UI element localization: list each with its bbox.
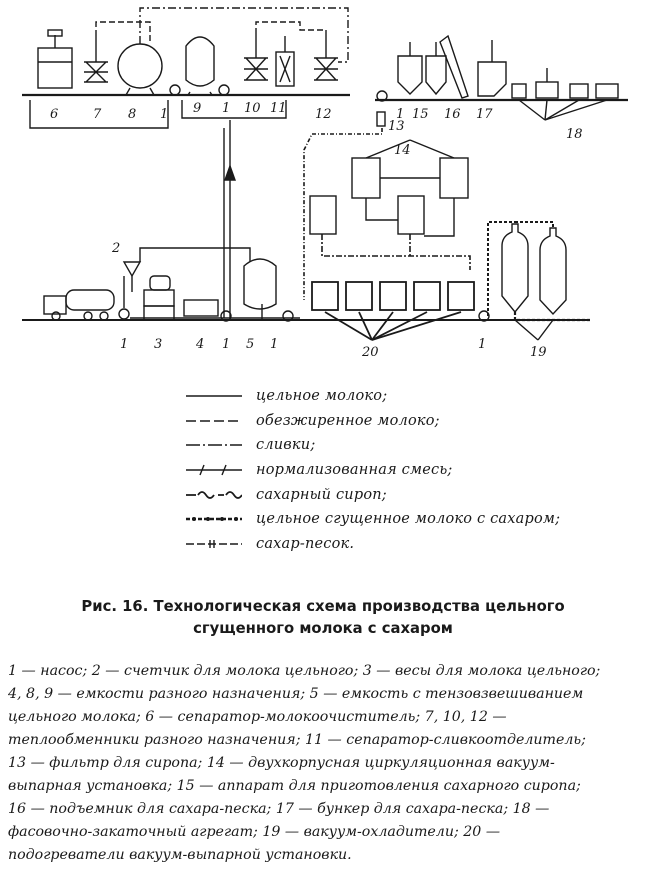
legend-label: сахар-песок. bbox=[256, 535, 355, 552]
pipe-top-main bbox=[29, 100, 287, 129]
pipe-top-loop bbox=[95, 21, 326, 44]
figure-caption: Рис. 16. Технологическая схема производс… bbox=[0, 596, 646, 640]
pump-1-bottom-a bbox=[118, 308, 130, 320]
pump-1-bottom-c bbox=[282, 310, 294, 322]
pipe-bottom bbox=[130, 304, 300, 320]
sugar-lift-16 bbox=[439, 34, 469, 99]
label-5: 5 bbox=[246, 337, 254, 352]
milk-truck bbox=[43, 289, 115, 321]
label-15: 15 bbox=[412, 107, 429, 122]
label-13: 13 bbox=[388, 119, 405, 134]
pump-1-bottom-b bbox=[220, 310, 232, 322]
line-sample-slash bbox=[186, 464, 242, 476]
label-1-right: 1 bbox=[396, 107, 404, 122]
notes-line: 1 — насос; 2 — счетчик для молока цельно… bbox=[8, 663, 601, 679]
legend-item-condensed-milk: цельное сгущенное молоко с сахаром; bbox=[186, 507, 606, 532]
label-14: 14 bbox=[394, 143, 411, 158]
sugar-bunker-17 bbox=[477, 40, 507, 97]
legend: цельное молоко; обезжиренное молоко; сли… bbox=[186, 384, 606, 556]
label-2: 2 bbox=[111, 241, 120, 256]
milk-scales-3 bbox=[143, 275, 175, 321]
pipe-riser bbox=[223, 120, 231, 318]
pipe-top-loop-2 bbox=[139, 7, 349, 63]
tank-8 bbox=[117, 43, 163, 96]
notes-line: 16 — подъемник для сахара-песка; 17 — бу… bbox=[8, 801, 550, 817]
label-1-top: 1 bbox=[160, 107, 168, 122]
label-16: 16 bbox=[444, 107, 461, 122]
notes-line: фасовочно-закаточный агрегат; 19 — вакуу… bbox=[8, 824, 501, 840]
figure-notes: 1 — насос; 2 — счетчик для молока цельно… bbox=[8, 660, 640, 867]
arrow-up bbox=[224, 163, 236, 181]
label-1-bottom-b: 1 bbox=[222, 337, 230, 352]
label-1-bottom-a: 1 bbox=[120, 337, 128, 352]
filling-units-18 bbox=[511, 68, 619, 121]
pump-1-right bbox=[376, 90, 388, 102]
pump-1-top bbox=[169, 84, 181, 96]
line-sample-dash-dot bbox=[186, 444, 242, 447]
line-sample-wave bbox=[186, 490, 242, 499]
heat-exchanger-7 bbox=[84, 36, 108, 83]
label-6: 6 bbox=[50, 107, 58, 122]
legend-label: нормализованная смесь; bbox=[256, 462, 453, 479]
line-sample-ticks bbox=[186, 539, 242, 548]
tank-9 bbox=[185, 36, 215, 96]
line-sample-solid bbox=[186, 395, 242, 397]
vacuum-coolers-19 bbox=[487, 221, 590, 341]
label-1-bottom-c: 1 bbox=[270, 337, 278, 352]
notes-line: подогреватели вакуум-выпарной установки. bbox=[8, 847, 352, 863]
legend-label: сливки; bbox=[256, 437, 316, 454]
line-sample-dashed bbox=[186, 420, 242, 422]
syrup-filter-13 bbox=[376, 111, 386, 127]
cream-separator-11 bbox=[275, 36, 295, 87]
label-20: 20 bbox=[361, 345, 379, 360]
label-3: 3 bbox=[154, 337, 162, 352]
separator-cleaner-6 bbox=[37, 29, 73, 89]
heat-exchanger-12 bbox=[314, 30, 338, 81]
vacuum-evaporator-14 bbox=[309, 139, 469, 237]
legend-label: цельное сгущенное молоко с сахаром; bbox=[256, 511, 561, 528]
label-17: 17 bbox=[476, 107, 493, 122]
tank-4 bbox=[183, 299, 219, 317]
pump-1-top-b bbox=[218, 84, 230, 96]
label-11: 11 bbox=[270, 101, 287, 116]
line-sample-beaded bbox=[186, 517, 242, 522]
legend-item-whole-milk: цельное молоко; bbox=[186, 384, 606, 409]
pipe-syrup bbox=[303, 128, 383, 300]
notes-line: выпарная установка; 15 — аппарат для при… bbox=[8, 778, 581, 794]
tensometric-tank-5 bbox=[243, 258, 277, 310]
label-1-bottom-d: 1 bbox=[478, 337, 486, 352]
notes-line: 13 — фильтр для сиропа; 14 — двухкорпусн… bbox=[8, 755, 555, 771]
caption-line-1: Рис. 16. Технологическая схема производс… bbox=[81, 598, 565, 615]
label-10: 10 bbox=[244, 101, 261, 116]
legend-label: цельное молоко; bbox=[256, 388, 388, 405]
label-19: 19 bbox=[530, 345, 547, 360]
label-18: 18 bbox=[566, 127, 583, 142]
legend-item-skim-milk: обезжиренное молоко; bbox=[186, 409, 606, 434]
label-1-top-b: 1 bbox=[222, 101, 230, 116]
legend-label: обезжиренное молоко; bbox=[256, 412, 440, 429]
process-scheme: 6 7 8 1 9 1 10 11 12 13 1 15 16 17 18 14… bbox=[22, 7, 628, 360]
syrup-apparatus-15 bbox=[397, 42, 447, 96]
caption-line-2: сгущенного молока с сахаром bbox=[193, 620, 453, 637]
notes-line: теплообменники разного назначения; 11 — … bbox=[8, 732, 586, 748]
legend-item-normalized-mix: нормализованная смесь; bbox=[186, 458, 606, 483]
label-9: 9 bbox=[193, 101, 201, 116]
label-8: 8 bbox=[128, 107, 136, 122]
label-4: 4 bbox=[195, 337, 204, 352]
legend-item-sugar-sand: сахар-песок. bbox=[186, 532, 606, 557]
notes-line: 4, 8, 9 — емкости разного назначения; 5 … bbox=[8, 686, 584, 702]
label-7: 7 bbox=[93, 107, 102, 122]
legend-item-cream: сливки; bbox=[186, 433, 606, 458]
legend-label: сахарный сироп; bbox=[256, 486, 387, 503]
heat-exchanger-10 bbox=[244, 34, 268, 81]
milk-meter-2 bbox=[122, 261, 142, 278]
legend-item-sugar-syrup: сахарный сироп; bbox=[186, 482, 606, 507]
heaters-20 bbox=[311, 281, 475, 341]
pipe-meter bbox=[123, 247, 251, 308]
notes-line: цельного молока; 6 — сепаратор-молокоочи… bbox=[8, 709, 507, 725]
label-12: 12 bbox=[315, 107, 332, 122]
pipe-evap-down bbox=[321, 234, 471, 270]
